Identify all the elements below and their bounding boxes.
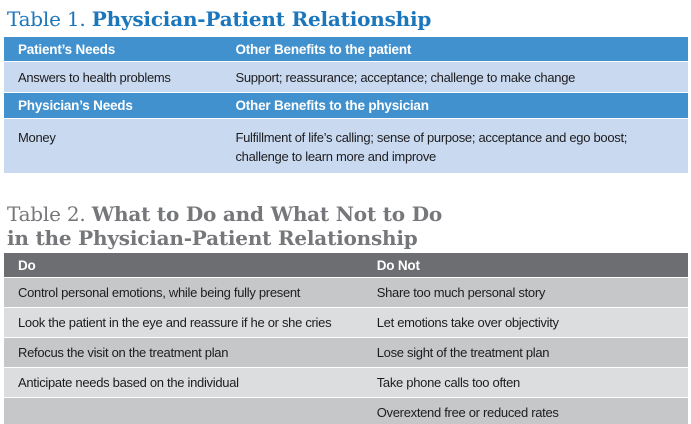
table2-cell-do-4: Anticipate needs based on the individual xyxy=(18,375,239,390)
table1-cell-patient-benefits: Support; reassurance; acceptance; challe… xyxy=(235,69,576,85)
table1-cell-physician-benefits: Fulfillment of life’s calling; sense of … xyxy=(235,130,628,164)
table1-row-patient: Answers to health problems Support; reas… xyxy=(4,62,688,92)
table2-row-2: Look the patient in the eye and reassure… xyxy=(4,308,688,337)
table2-header-do-not: Do Not xyxy=(376,257,420,273)
table1: Patient’s Needs Other Benefits to the pa… xyxy=(4,37,688,173)
table2-row-3: Refocus the visit on the treatment plan … xyxy=(4,338,688,367)
table2-header-row: Do Do Not xyxy=(4,253,688,277)
table2-cell-donot-1: Share too much personal story xyxy=(376,285,546,300)
table1-cell-physician-need: Money xyxy=(18,130,56,145)
table2-cell-donot-3: Lose sight of the treatment plan xyxy=(376,345,550,360)
table2-row-4: Anticipate needs based on the individual… xyxy=(4,368,688,397)
table1-title-label: Table 1. xyxy=(7,7,86,31)
table2-cell-do-3: Refocus the visit on the treatment plan xyxy=(18,345,229,360)
table2-cell-do-1: Control personal emotions, while being f… xyxy=(18,285,301,300)
table1-header-benefits-patient: Other Benefits to the patient xyxy=(235,41,412,57)
table1-title: Table 1. Physician-Patient Relationship xyxy=(7,7,688,31)
table1-header-row-physician: Physician’s Needs Other Benefits to the … xyxy=(4,93,688,118)
table1-header-benefits-physician: Other Benefits to the physician xyxy=(235,98,429,113)
table2-row-1: Control personal emotions, while being f… xyxy=(4,278,688,307)
table2-cell-donot-2: Let emotions take over objectivity xyxy=(376,315,559,330)
table1-title-text: Physician-Patient Relationship xyxy=(91,7,432,31)
table2-title-label: Table 2. xyxy=(7,202,86,226)
table2-title-line2: in the Physician-Patient Relationship xyxy=(7,226,418,250)
table2-title-line1: What to Do and What Not to Do xyxy=(91,202,442,226)
table1-cell-patient-need: Answers to health problems xyxy=(18,69,171,85)
table2-row-5: Overextend free or reduced rates xyxy=(4,398,688,424)
table2-header-do: Do xyxy=(18,257,36,273)
table2-cell-donot-5: Overextend free or reduced rates xyxy=(376,405,559,420)
table2-cell-do-2: Look the patient in the eye and reassure… xyxy=(18,315,332,330)
table1-header-patients-needs: Patient’s Needs xyxy=(18,41,116,57)
table1-header-physicians-needs: Physician’s Needs xyxy=(18,98,133,113)
table1-header-row-patient: Patient’s Needs Other Benefits to the pa… xyxy=(4,37,688,61)
table2-cell-donot-4: Take phone calls too often xyxy=(376,375,521,390)
table2: Do Do Not Control personal emotions, whi… xyxy=(4,253,688,424)
table1-row-physician: Money Fulfillment of life’s calling; sen… xyxy=(4,119,688,173)
